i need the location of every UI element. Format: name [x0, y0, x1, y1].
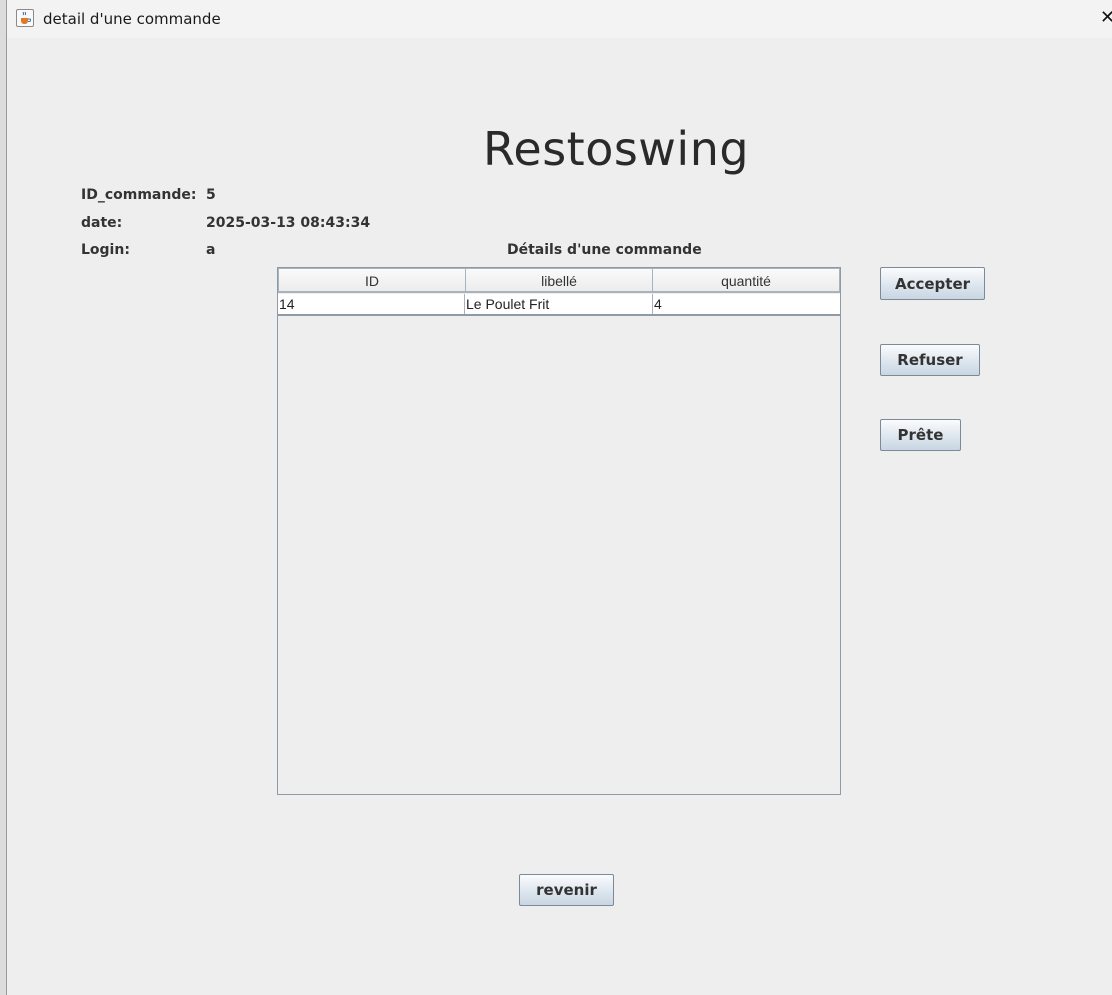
cell-id: 14 — [278, 294, 465, 314]
app-title: Restoswing — [483, 122, 750, 176]
date-label: date: — [81, 215, 123, 231]
table-caption: Détails d'une commande — [507, 242, 702, 258]
login-label: Login: — [81, 242, 130, 258]
column-header-quantite[interactable]: quantité — [652, 268, 840, 293]
table-header: ID libellé quantité — [278, 268, 840, 294]
login-value: a — [206, 242, 216, 258]
background-window-edge — [0, 0, 6, 995]
order-id-value: 5 — [206, 187, 216, 203]
title-bar[interactable]: detail d'une commande ✕ — [7, 0, 1112, 38]
table-row[interactable]: 14 Le Poulet Frit 4 — [278, 294, 840, 316]
close-icon[interactable]: ✕ — [1100, 7, 1112, 28]
order-lines-table[interactable]: ID libellé quantité 14 Le Poulet Frit 4 — [277, 267, 841, 795]
column-header-libelle[interactable]: libellé — [465, 268, 653, 293]
column-header-id[interactable]: ID — [278, 268, 466, 293]
order-detail-window: detail d'une commande ✕ Restoswing ID_co… — [6, 0, 1112, 995]
accept-button[interactable]: Accepter — [880, 267, 985, 300]
java-coffee-cup-icon — [16, 9, 34, 27]
refuse-button[interactable]: Refuser — [880, 344, 980, 376]
cell-quantite: 4 — [654, 296, 662, 312]
back-button[interactable]: revenir — [519, 874, 614, 906]
date-value: 2025-03-13 08:43:34 — [206, 215, 371, 231]
window-title: detail d'une commande — [43, 10, 221, 28]
order-id-label: ID_commande: — [81, 187, 197, 203]
ready-button[interactable]: Prête — [880, 419, 961, 451]
cell-libelle: Le Poulet Frit — [465, 294, 653, 314]
